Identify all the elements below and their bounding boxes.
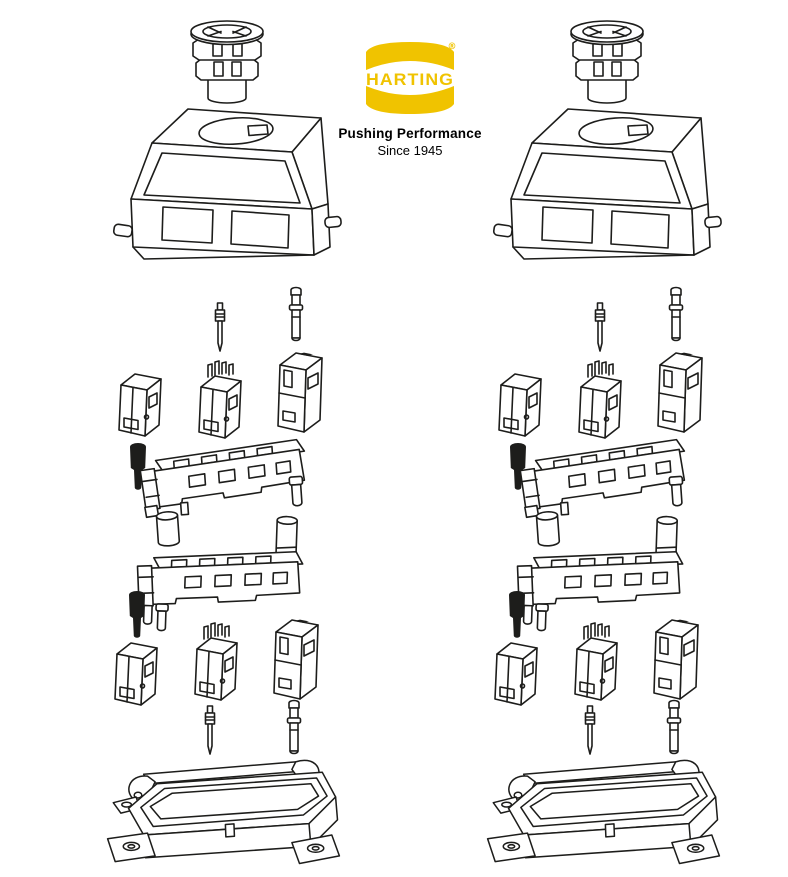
logo-bottom-band — [366, 86, 454, 114]
brand-block: HARTING ® Pushing Performance Since 1945 — [330, 39, 490, 158]
brand-tagline: Pushing Performance — [338, 126, 482, 141]
logo-wordmark: HARTING — [366, 70, 454, 89]
logo-top-band — [366, 42, 454, 70]
brand-since-line: Since 1945 — [377, 143, 443, 158]
harting-logo-icon: HARTING ® — [366, 42, 457, 114]
left-exploded-view — [108, 21, 342, 864]
registered-trademark-icon: ® — [448, 42, 457, 52]
right-exploded-view — [488, 21, 722, 864]
